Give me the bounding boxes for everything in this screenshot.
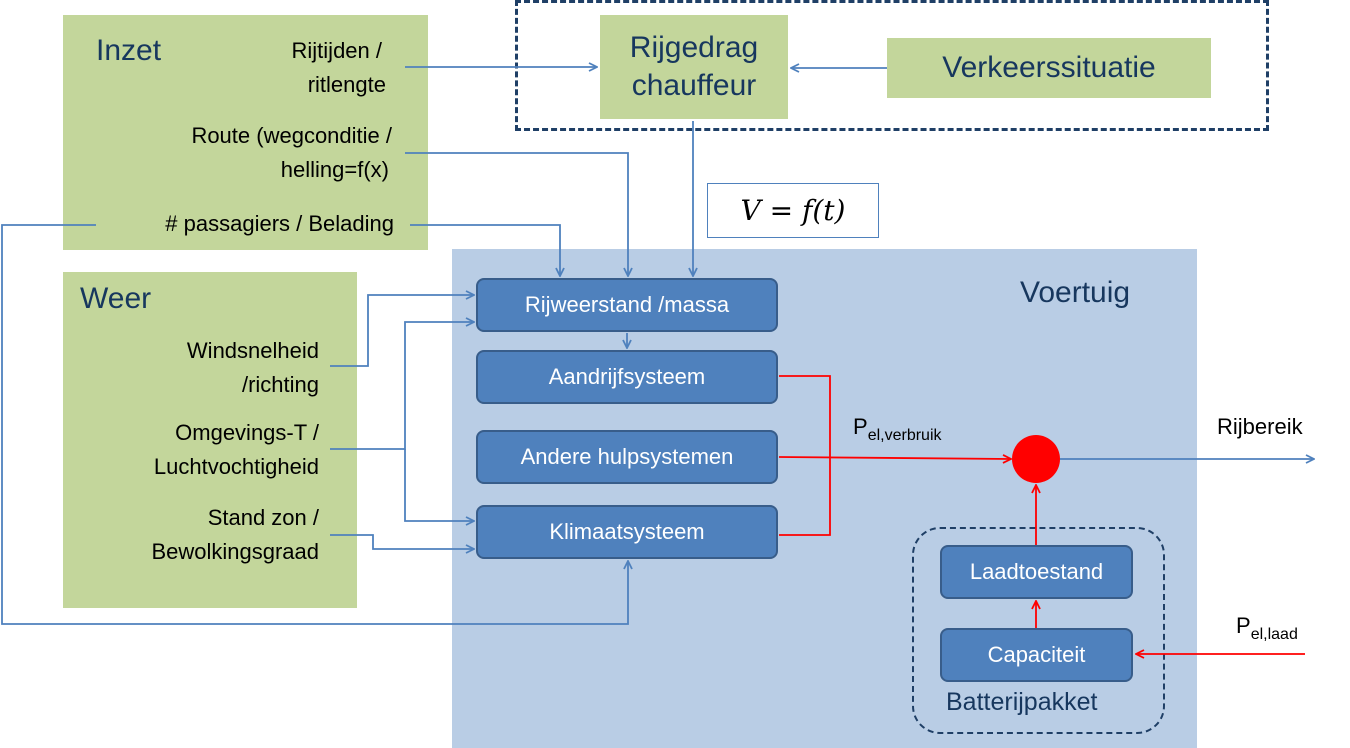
formula-box: V = f(t)	[707, 183, 879, 238]
rijgedrag-chauffeur-box: Rijgedrag chauffeur	[600, 15, 788, 119]
p-laad-sub: el,laad	[1250, 626, 1298, 643]
aandrijfsysteem-block: Aandrijfsysteem	[476, 350, 778, 404]
line-aandrijf-to-bus	[779, 375, 831, 536]
arrow-route-to-rijweerstand	[405, 152, 628, 276]
route-line-2: helling=f(x)	[280, 157, 389, 182]
voertuig-title: Voertuig	[1020, 276, 1131, 309]
verkeerssituatie-label: Verkeerssituatie	[942, 51, 1156, 84]
weer-panel	[63, 272, 357, 608]
p-verbruik-label: Pel,verbruik	[853, 414, 942, 445]
klimaatsysteem-block: Klimaatsysteem	[476, 505, 778, 559]
p-verbruik-main: P	[853, 414, 868, 439]
arrow-passagiers-to-rijweerstand	[410, 224, 560, 276]
rijweerstand-block: Rijweerstand /massa	[476, 278, 778, 332]
rijtijden-line-1: Rijtijden /	[291, 38, 382, 63]
rijweerstand-label: Rijweerstand /massa	[524, 292, 730, 317]
rijbereik-label: Rijbereik	[1217, 414, 1303, 439]
rijgedrag-line-2: chauffeur	[631, 69, 757, 102]
omgeving-line-1: Omgevings-T /	[175, 420, 319, 445]
formula-text: V = f(t)	[740, 194, 846, 227]
klimaatsysteem-label: Klimaatsysteem	[549, 519, 705, 544]
arrow-wind-to-rijweerstand	[330, 295, 474, 367]
inzet-panel	[63, 15, 428, 250]
arrow-passagiers-loop-to-klimaat	[1, 224, 628, 625]
zon-line-1: Stand zon /	[207, 505, 319, 530]
driver-region	[515, 0, 1269, 131]
rijgedrag-line-1: Rijgedrag	[629, 31, 759, 64]
batterijpakket-group	[912, 527, 1165, 734]
p-verbruik-sub: el,verbruik	[867, 427, 942, 444]
zon-line-2: Bewolkingsgraad	[151, 539, 319, 564]
rijtijden-line-2: ritlengte	[307, 72, 386, 97]
inzet-title: Inzet	[96, 34, 162, 67]
capaciteit-block: Capaciteit	[940, 628, 1133, 682]
laadtoestand-label: Laadtoestand	[969, 559, 1104, 584]
wind-line-1: Windsnelheid	[186, 338, 319, 363]
arrow-omgeving-branch-down	[404, 449, 474, 521]
wind-line-2: /richting	[241, 372, 319, 397]
laadtoestand-block: Laadtoestand	[940, 545, 1133, 599]
passagiers-label: # passagiers / Belading	[165, 211, 394, 236]
batterijpakket-label: Batterijpakket	[946, 688, 1098, 716]
arrow-omgeving-branch-up	[330, 322, 474, 450]
arrow-hulp-to-sum	[778, 457, 1011, 459]
summing-node	[1012, 435, 1060, 483]
hulpsystemen-label: Andere hulpsystemen	[520, 444, 734, 469]
arrow-zon-to-klimaat	[330, 534, 474, 549]
capaciteit-label: Capaciteit	[987, 642, 1086, 667]
route-line-1: Route (wegconditie /	[191, 123, 392, 148]
verkeerssituatie-box: Verkeerssituatie	[887, 38, 1211, 98]
p-laad-label: Pel,laad	[1236, 613, 1298, 644]
weer-title: Weer	[80, 282, 152, 315]
aandrijfsysteem-label: Aandrijfsysteem	[548, 364, 706, 389]
driver-region-top	[515, 0, 1269, 3]
omgeving-line-2: Luchtvochtigheid	[153, 454, 319, 479]
hulpsystemen-block: Andere hulpsystemen	[476, 430, 778, 484]
p-laad-main: P	[1236, 613, 1251, 638]
